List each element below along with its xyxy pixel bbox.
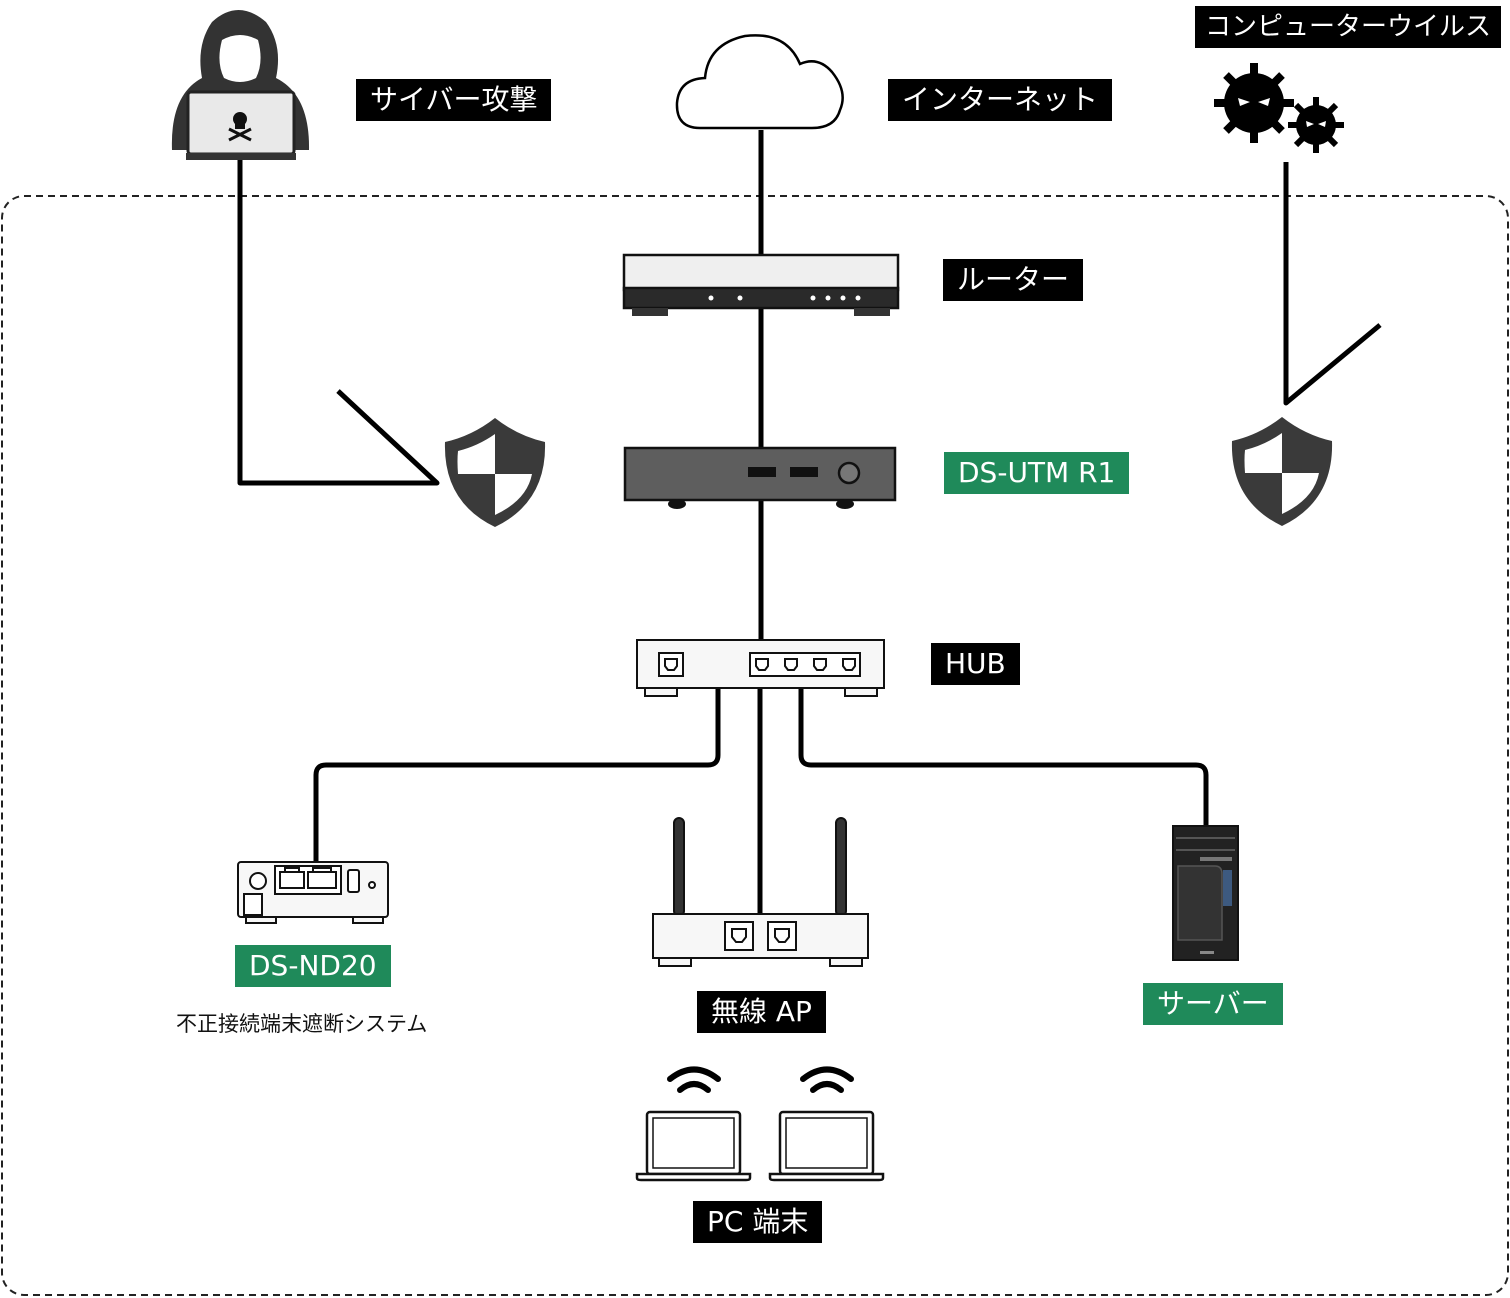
shield-icon	[1231, 417, 1333, 526]
utm-label: DS-UTM R1	[944, 452, 1130, 494]
computer-virus-label: コンピューターウイルス	[1195, 6, 1502, 48]
nd20-icon	[237, 861, 389, 924]
hub-server-line	[798, 688, 1209, 828]
utm-icon	[623, 446, 897, 509]
internal-network-boundary	[1, 195, 1509, 1296]
laptop-icon	[768, 1110, 885, 1182]
router-label: ルーター	[943, 259, 1084, 301]
shield-icon	[444, 418, 546, 527]
server-icon	[1172, 825, 1239, 961]
virus-blocked-line	[1283, 162, 1382, 406]
wireless-ap-icon	[652, 817, 869, 967]
wifi-icon	[800, 1066, 854, 1093]
router-icon	[622, 253, 900, 316]
nd20-label: DS-ND20	[235, 945, 391, 987]
cyber-attack-label: サイバー攻撃	[356, 79, 552, 121]
hub-nd20-line	[313, 688, 721, 866]
nd20-description: 不正接続端末遮断システム	[176, 1012, 428, 1036]
wireless-ap-label: 無線 AP	[697, 991, 826, 1033]
internet-label: インターネット	[888, 79, 1113, 121]
connections	[237, 130, 1382, 915]
attack-blocked-line	[237, 160, 440, 486]
hacker-icon	[171, 10, 310, 160]
laptop-icon	[635, 1110, 752, 1182]
pc-label: PC 端末	[693, 1201, 823, 1243]
server-label: サーバー	[1143, 983, 1283, 1025]
hub-label: HUB	[931, 643, 1020, 685]
virus-icon	[1214, 63, 1344, 153]
wifi-icon	[667, 1066, 721, 1093]
skull-icon	[228, 112, 252, 142]
cloud-icon	[675, 34, 844, 130]
hub-icon	[636, 639, 885, 697]
